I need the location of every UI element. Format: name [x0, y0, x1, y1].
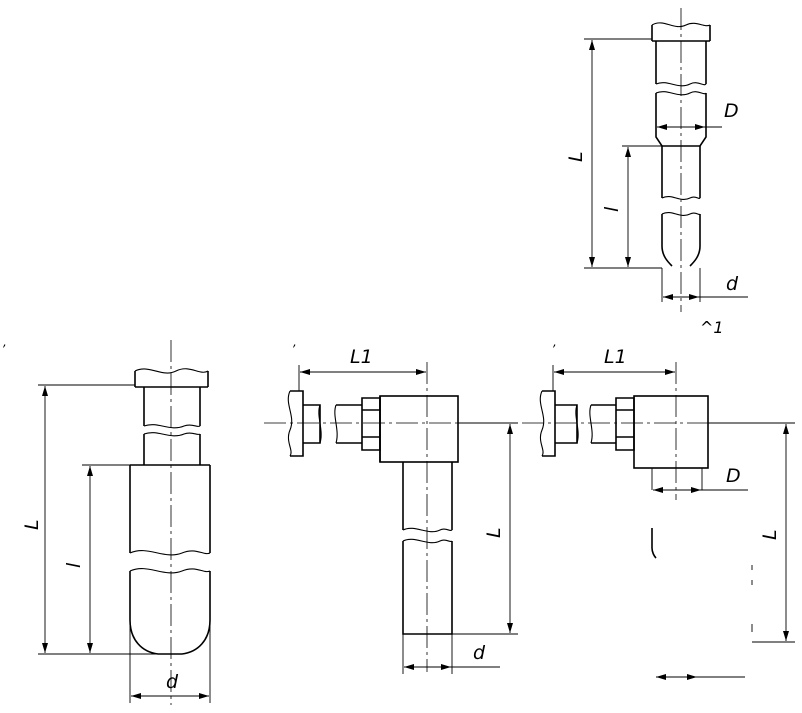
sensor-shank-lower: [655, 93, 707, 147]
view-straight-sensor-bottom-left: L l d ,: [3, 335, 211, 705]
break-line: [655, 91, 707, 96]
break-line: [655, 82, 707, 87]
break-line: [402, 527, 453, 533]
label-D: D: [724, 100, 739, 122]
label-L1: L1: [604, 346, 627, 368]
view-straight-sensor-top-right: L l D d ^1: [565, 8, 748, 337]
probe-upper: [651, 468, 703, 490]
break-line: [129, 568, 211, 574]
probe-lower: [402, 541, 453, 635]
stray-mark: ^1: [700, 318, 724, 337]
break-line: [651, 22, 711, 28]
label-L: L: [21, 519, 43, 530]
sensor-shank-upper: [143, 387, 201, 426]
label-L: L: [565, 151, 587, 162]
break-line: [575, 404, 579, 444]
break-line: [143, 432, 201, 437]
label-d: d: [473, 642, 486, 664]
sensor-head: [290, 390, 304, 457]
break-line: [589, 404, 593, 444]
sensor-head: [134, 371, 209, 388]
probe-lower: [661, 214, 701, 267]
break-line: [661, 212, 701, 216]
probe-upper: [129, 464, 211, 553]
label-l: l: [601, 206, 623, 212]
sensor-shank-lower: [143, 434, 201, 465]
sensor-head: [651, 25, 711, 42]
break-line: [539, 390, 545, 457]
break-line: [129, 550, 211, 556]
label-d: d: [166, 671, 179, 693]
break-line: [661, 196, 701, 200]
break-line: [318, 404, 322, 444]
label-L: L: [483, 527, 505, 538]
stray-tick: ,: [293, 335, 297, 349]
label-L: L: [759, 529, 781, 540]
label-l: l: [63, 562, 85, 568]
union-nut: [615, 397, 635, 451]
probe-fragment: [651, 528, 657, 559]
elbow-body: [379, 395, 459, 463]
elbow-body: [633, 395, 709, 469]
union-nut: [361, 397, 381, 451]
label-D: D: [726, 465, 741, 487]
sensor-shank: [555, 404, 578, 444]
break-line: [402, 538, 453, 544]
probe-upper: [661, 146, 701, 198]
sensor-head: [542, 390, 556, 457]
break-line: [334, 404, 338, 444]
stray-tick: ,: [553, 335, 557, 349]
break-line: [143, 424, 201, 429]
probe-upper: [402, 462, 453, 530]
break-line: [287, 390, 293, 457]
probe-lower: [129, 571, 211, 655]
break-line: [134, 368, 209, 374]
label-d: d: [726, 273, 739, 295]
label-L1: L1: [350, 346, 373, 368]
view-angled-sensor-middle: L1 L d ,: [264, 335, 520, 674]
view-angled-sensor-right: L1 D L ,: [522, 335, 795, 680]
sensor-tube: [591, 404, 616, 444]
stray-tick: ,: [3, 335, 7, 349]
sensor-shank-upper: [655, 41, 707, 84]
sensor-tube: [336, 404, 362, 444]
sensor-shank: [303, 404, 321, 444]
